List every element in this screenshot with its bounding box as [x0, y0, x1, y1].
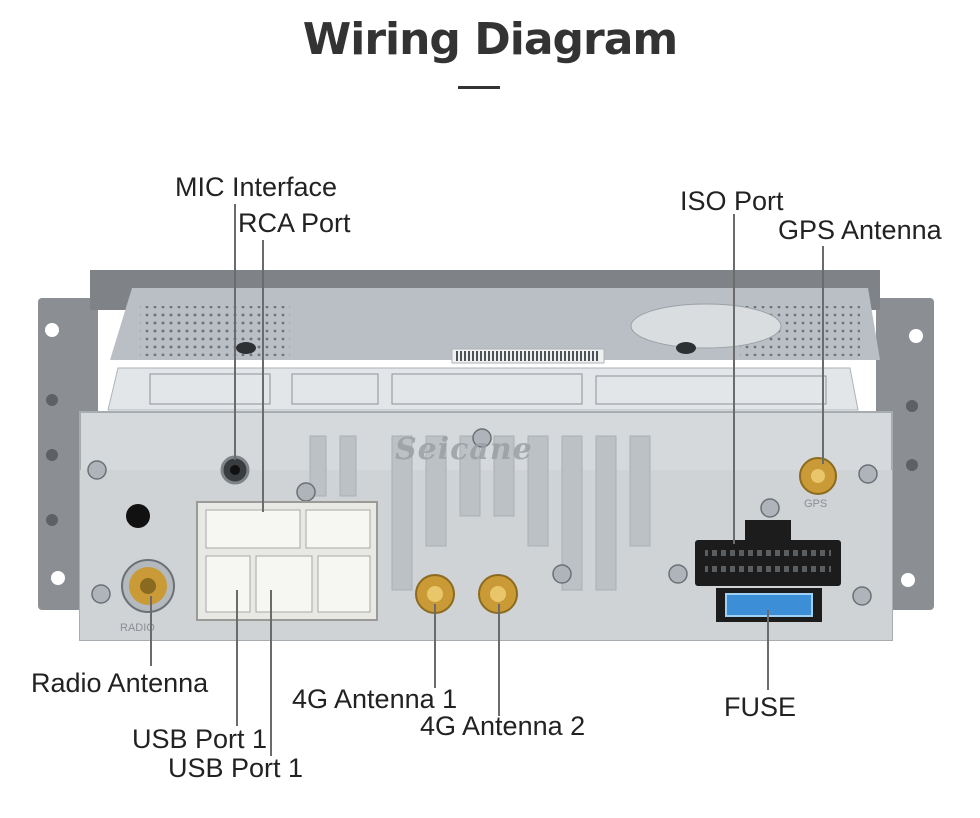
brand-watermark: Seicane — [395, 432, 533, 467]
4g2-leader-line — [498, 604, 500, 716]
radio-antenna-leader-line — [150, 596, 152, 666]
label-4g-antenna-1: 4G Antenna 1 — [292, 684, 458, 714]
fuse-leader-line — [767, 610, 769, 690]
label-gps-antenna: GPS Antenna — [778, 215, 942, 245]
page-title: Wiring Diagram — [302, 14, 679, 65]
iso-leader-line — [733, 214, 735, 544]
usb1-leader-line — [236, 590, 238, 726]
rca-leader-line — [262, 240, 264, 512]
gps-silkscreen: GPS — [804, 498, 828, 510]
label-iso-port: ISO Port — [680, 186, 784, 216]
label-usb-port-1: USB Port 1 — [132, 724, 268, 754]
panel-screws — [87, 428, 878, 606]
label-fuse: FUSE — [724, 692, 797, 722]
4g-antenna-connectors — [415, 574, 518, 614]
mic-leader-line — [234, 204, 236, 460]
label-4g-antenna-2: 4G Antenna 2 — [420, 711, 586, 741]
label-mic-interface: MIC Interface — [175, 172, 338, 202]
gps-leader-line — [822, 246, 824, 464]
4g1-leader-line — [434, 604, 436, 688]
label-rca-port: RCA Port — [238, 208, 351, 238]
label-radio-antenna: Radio Antenna — [31, 668, 209, 698]
label-usb-port-1-second: USB Port 1 — [168, 753, 304, 783]
usb2-leader-line — [270, 590, 272, 756]
radio-silkscreen: RADIO — [120, 622, 155, 634]
heatsink-fins — [309, 435, 651, 591]
title-underline — [458, 86, 500, 89]
